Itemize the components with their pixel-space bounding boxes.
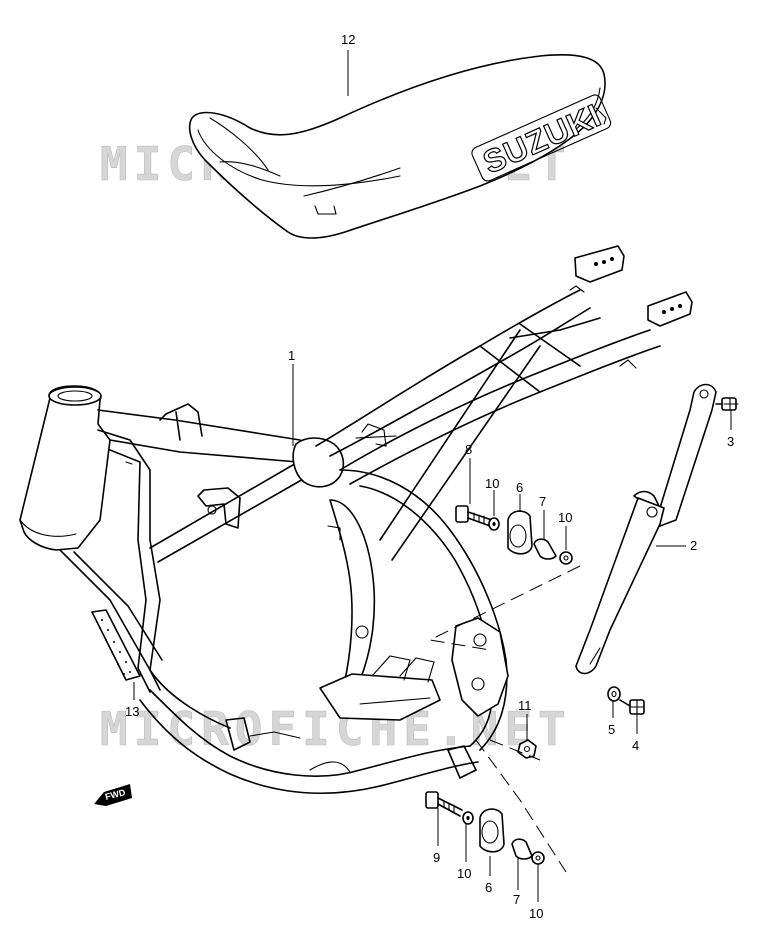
callout-10-lower-b: 10 — [529, 906, 543, 921]
assembly-line-upper — [428, 565, 581, 651]
washer-10-upper-b — [559, 551, 573, 565]
nut-11 — [517, 739, 537, 759]
bolt-9 — [425, 791, 463, 817]
callout-6-upper: 6 — [516, 480, 523, 495]
engine-mount-bracket — [575, 383, 717, 675]
assembly-line-lower-b — [489, 739, 541, 761]
callout-12: 12 — [341, 32, 355, 47]
callout-1: 1 — [288, 348, 295, 363]
callout-13: 13 — [125, 704, 139, 719]
reflector — [91, 609, 141, 681]
callout-10-upper-b: 10 — [558, 510, 572, 525]
bolt-4 — [619, 699, 645, 715]
watermark-bottom: MICROFICHE.NET — [100, 702, 572, 756]
fwd-label: FWD — [104, 787, 127, 802]
callout-11: 11 — [518, 698, 532, 713]
cushion-6-lower — [479, 808, 505, 853]
callout-10-upper-a: 10 — [485, 476, 499, 491]
seat: SUZUKI — [188, 54, 612, 239]
callout-10-lower-a: 10 — [457, 866, 471, 881]
spacer-7-lower — [511, 838, 533, 860]
washer-5 — [607, 686, 621, 702]
callout-3: 3 — [727, 434, 734, 449]
callout-4: 4 — [632, 738, 639, 753]
washer-10-lower-b — [531, 851, 545, 865]
bolt-8 — [455, 505, 493, 527]
washer-10-lower-a — [462, 811, 474, 825]
callout-8: 8 — [465, 442, 472, 457]
callout-9: 9 — [433, 850, 440, 865]
cushion-6-upper — [507, 510, 533, 555]
spacer-7-upper — [533, 538, 557, 560]
fwd-arrow-icon: FWD — [94, 784, 132, 806]
callout-7-upper: 7 — [539, 494, 546, 509]
callout-2: 2 — [690, 538, 697, 553]
callout-7-lower: 7 — [513, 892, 520, 907]
callout-6-lower: 6 — [485, 880, 492, 895]
assembly-line-lower — [475, 739, 567, 873]
callout-5: 5 — [608, 722, 615, 737]
washer-10-upper-a — [488, 517, 500, 531]
frame — [19, 245, 693, 795]
bolt-3 — [715, 397, 739, 411]
